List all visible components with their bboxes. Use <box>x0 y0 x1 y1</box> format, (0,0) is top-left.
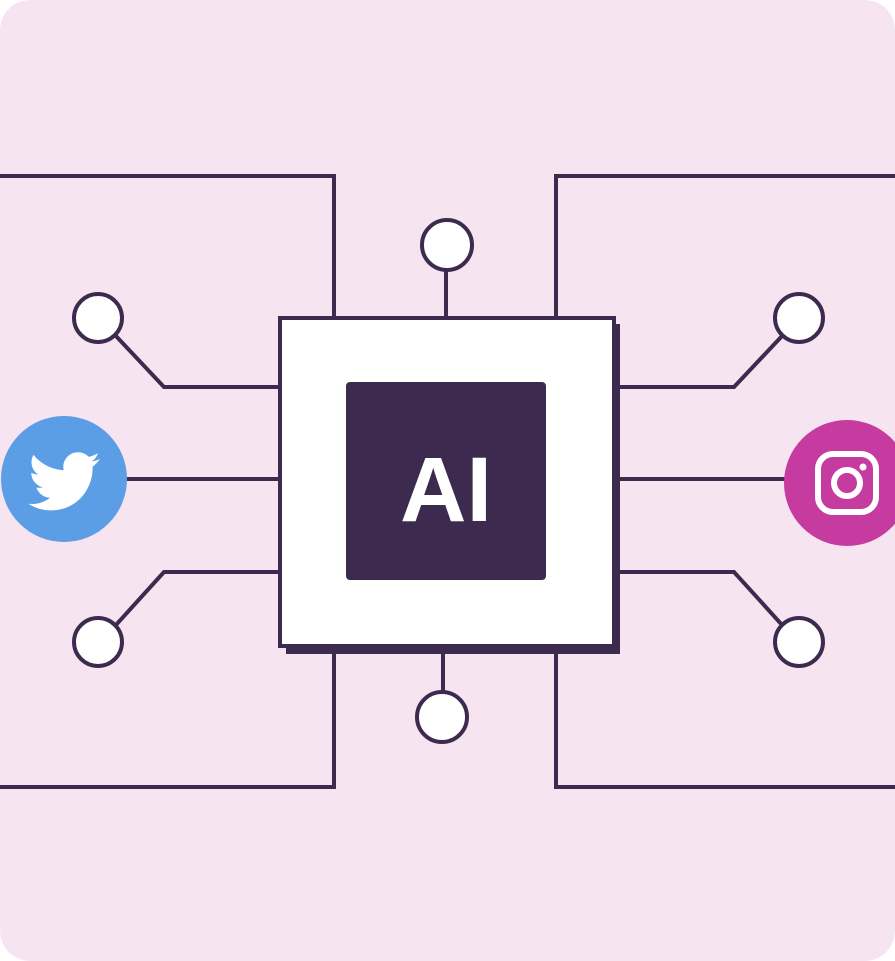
trace-left-upper <box>113 333 280 389</box>
chip-label: AI <box>400 439 492 541</box>
circuit-nodes <box>72 218 825 744</box>
instagram-camera-icon <box>815 451 879 515</box>
trace-left-top <box>0 174 336 318</box>
node-left-upper <box>72 292 124 344</box>
twitter-icon <box>1 416 127 542</box>
node-left-lower <box>72 616 124 668</box>
instagram-icon <box>784 420 895 546</box>
node-bottom <box>415 690 469 744</box>
ai-chip: AI <box>278 316 620 654</box>
trace-left-bottom <box>0 646 336 789</box>
trace-right-top <box>554 174 895 318</box>
node-right-upper <box>773 292 825 344</box>
trace-left-lower <box>113 570 280 628</box>
twitter-bird-icon <box>28 452 100 511</box>
trace-right-bottom <box>554 646 895 789</box>
node-right-lower <box>773 616 825 668</box>
circuit-traces <box>0 174 895 789</box>
trace-right-lower <box>615 570 785 628</box>
chip-core <box>346 382 546 580</box>
instagram-badge <box>784 420 895 546</box>
node-top <box>420 218 474 272</box>
trace-right-upper <box>615 333 785 389</box>
